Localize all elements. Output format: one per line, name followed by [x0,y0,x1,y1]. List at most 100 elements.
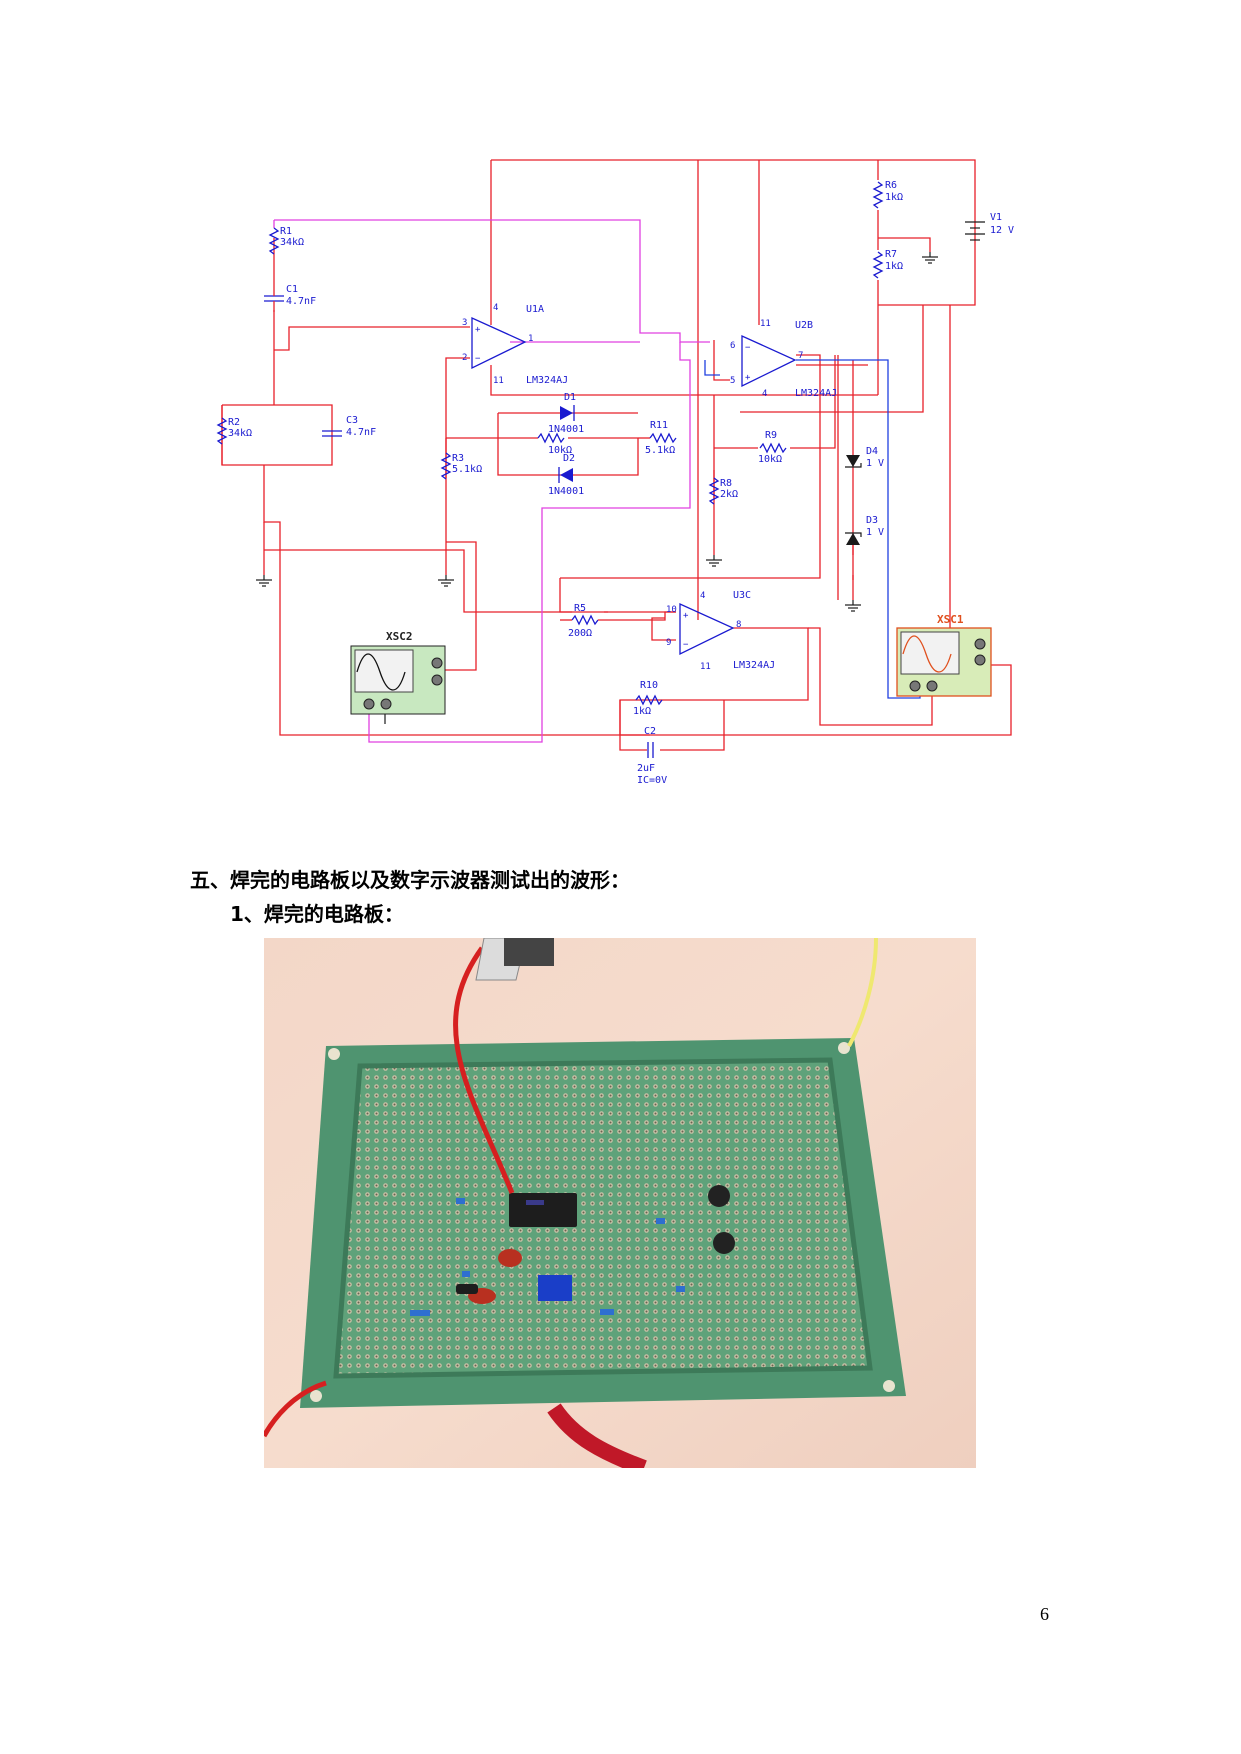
capacitor-c3: C3 4.7nF [322,415,376,438]
red-wires [221,159,1012,751]
svg-text:3: 3 [462,318,467,328]
svg-text:1N4001: 1N4001 [548,486,584,497]
svg-text:8: 8 [736,620,741,630]
svg-text:+: + [683,611,689,621]
resistor-r9: R9 10kΩ [758,430,787,465]
battery-v1: V1 12 V [965,212,1014,241]
svg-text:R5: R5 [574,603,586,614]
svg-text:C2: C2 [644,726,656,737]
opamp-u1a: + − 3 2 1 4 11 U1A LM324AJ [462,303,568,386]
svg-text:R1: R1 [280,226,292,237]
resistor-r4: 10kΩ [537,432,572,456]
svg-text:1 V: 1 V [866,527,884,538]
svg-text:LM324AJ: LM324AJ [733,660,775,671]
resistor-r8: R8 2kΩ [708,477,738,505]
svg-text:1kΩ: 1kΩ [885,261,903,272]
svg-text:10: 10 [666,605,677,615]
resistor-r5: R5 200Ω [560,603,676,639]
sub-heading: 1、焊完的电路板： [230,902,404,926]
circuit-schematic: R1 34kΩ R2 34kΩ R3 5.1kΩ 10kΩ R11 5.1kΩ … [216,159,1014,786]
svg-text:U2B: U2B [795,320,813,331]
page-number: 6 [1040,1604,1049,1624]
svg-text:XSC1: XSC1 [937,613,964,626]
section-heading: 五、焊完的电路板以及数字示波器测试出的波形： [190,868,630,892]
svg-text:U1A: U1A [526,304,544,315]
svg-text:12 V: 12 V [990,225,1014,236]
svg-text:C1: C1 [286,284,298,295]
svg-text:C3: C3 [346,415,358,426]
svg-text:11: 11 [493,376,504,386]
svg-text:R2: R2 [228,417,240,428]
svg-text:1: 1 [528,334,533,344]
svg-text:4.7nF: 4.7nF [286,296,316,307]
svg-text:R8: R8 [720,478,732,489]
zener-d4: D4 1 V [845,446,884,469]
resistor-r10: R10 1kΩ [633,680,663,717]
svg-text:U3C: U3C [733,590,751,601]
soldered-board-photo [264,938,976,1468]
svg-text:5: 5 [730,376,735,386]
oscilloscope-xsc1: XSC1 [896,613,992,697]
svg-text:10kΩ: 10kΩ [758,454,782,465]
resistor-r3: R3 5.1kΩ [440,452,482,480]
svg-text:2: 2 [462,353,467,363]
svg-text:1 V: 1 V [866,458,884,469]
svg-text:D2: D2 [563,453,575,464]
resistor-r7: R7 1kΩ [872,249,903,279]
svg-text:R11: R11 [650,420,668,431]
svg-text:2uF: 2uF [637,763,655,774]
svg-text:V1: V1 [990,212,1002,223]
opamp-u2b: − + 6 5 7 4 11 U2B LM324AJ [730,319,837,399]
svg-text:10kΩ: 10kΩ [548,445,572,456]
svg-text:−: − [683,640,689,650]
svg-text:1N4001: 1N4001 [548,424,584,435]
diode-d1: D1 1N4001 [548,392,584,435]
svg-text:7: 7 [798,351,803,361]
svg-text:D3: D3 [866,515,878,526]
svg-text:R9: R9 [765,430,777,441]
svg-text:4.7nF: 4.7nF [346,427,376,438]
resistor-r1: R1 34kΩ [268,226,304,255]
svg-text:200Ω: 200Ω [568,628,592,639]
svg-text:11: 11 [700,662,711,672]
svg-text:XSC2: XSC2 [386,630,413,643]
svg-text:4: 4 [493,303,498,313]
opamp-u3c: + − 10 9 8 4 11 U3C LM324AJ [666,590,775,672]
svg-text:−: − [745,343,751,353]
svg-text:D1: D1 [564,392,576,403]
svg-text:R10: R10 [640,680,658,691]
svg-text:1kΩ: 1kΩ [633,706,651,717]
svg-text:5.1kΩ: 5.1kΩ [452,464,482,475]
svg-text:R7: R7 [885,249,897,260]
resistor-r11: R11 5.1kΩ [645,420,677,456]
svg-text:11: 11 [760,319,771,329]
capacitor-c2: C2 2uF IC=0V [637,726,667,786]
svg-text:6: 6 [730,341,735,351]
oscilloscope-xsc2: XSC2 [350,630,446,715]
svg-text:34kΩ: 34kΩ [228,428,252,439]
svg-text:34kΩ: 34kΩ [280,237,304,248]
svg-text:9: 9 [666,638,671,648]
ground-symbols [256,252,938,612]
svg-text:4: 4 [762,389,767,399]
svg-text:1kΩ: 1kΩ [885,192,903,203]
svg-text:4: 4 [700,591,705,601]
svg-text:LM324AJ: LM324AJ [795,388,837,399]
svg-text:5.1kΩ: 5.1kΩ [645,445,675,456]
svg-text:LM324AJ: LM324AJ [526,375,568,386]
capacitor-c1: C1 4.7nF [264,284,316,312]
svg-text:R6: R6 [885,180,897,191]
resistor-r6: R6 1kΩ [872,180,903,209]
zener-d3: D3 1 V [845,515,884,545]
diode-d2: D2 1N4001 [548,453,584,497]
svg-text:+: + [475,325,481,335]
blue-wires [704,359,921,699]
svg-text:2kΩ: 2kΩ [720,489,738,500]
pink-wires [273,219,710,743]
resistor-r2: R2 34kΩ [216,417,252,445]
svg-text:D4: D4 [866,446,878,457]
svg-text:R3: R3 [452,453,464,464]
svg-text:+: + [745,373,751,383]
svg-text:−: − [475,354,481,364]
svg-text:IC=0V: IC=0V [637,775,667,786]
